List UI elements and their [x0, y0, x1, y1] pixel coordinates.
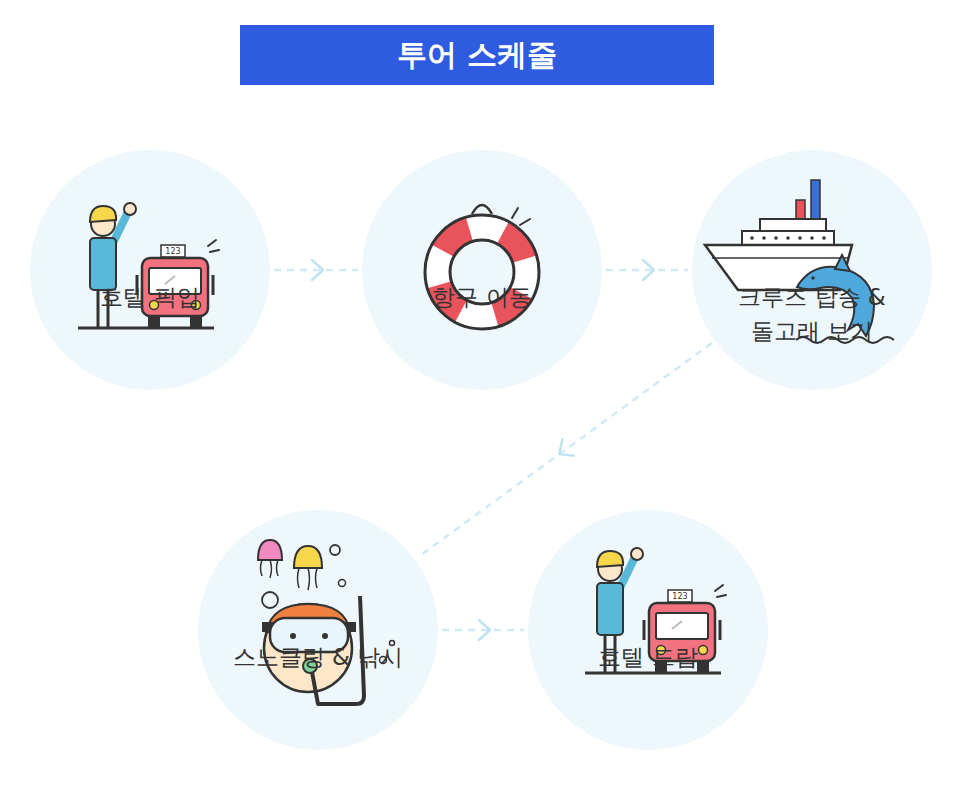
step-circle: 호텔 픽업 [30, 150, 270, 390]
step-circle: 호텔 드랍 [528, 510, 768, 750]
circle-fill [30, 150, 270, 390]
step-circle: 크루즈 탑승 & 돌고래 보기 [692, 150, 932, 390]
title-bar: 투어 스케줄 [240, 25, 714, 85]
circle-fill [198, 510, 438, 750]
pickup-icon [78, 203, 219, 328]
arrow-head [479, 620, 490, 640]
step-label-box: 스노클링 & 낚시 [198, 640, 438, 674]
dropoff-icon [585, 548, 726, 673]
dashed-line [274, 269, 358, 272]
step-circle: 항구 이동 [362, 150, 602, 390]
bus-number: 123 [161, 247, 185, 257]
arrow-head [559, 440, 574, 456]
step-label: 스노클링 & 낚시 [233, 640, 404, 674]
step-label-box: 호텔 픽업 [30, 280, 270, 314]
circle-fill [362, 150, 602, 390]
circle-fill [692, 150, 932, 390]
dashed-line [606, 269, 688, 272]
arrow-head [312, 260, 323, 280]
step-label: 항구 이동 [432, 280, 531, 314]
circle-outline [528, 510, 768, 750]
lifebuoy-icon [422, 205, 542, 332]
step-circle: 스노클링 & 낚시 [198, 510, 438, 750]
circle-outline [362, 150, 602, 390]
ship-dolphin-icon [705, 180, 894, 343]
step-label: 크루즈 탑승 & 돌고래 보기 [732, 280, 892, 348]
step-label-box: 항구 이동 [362, 280, 602, 314]
step-label-box: 크루즈 탑승 & 돌고래 보기 [692, 280, 932, 348]
circle-outline [198, 510, 438, 750]
step-label: 호텔 드랍 [598, 640, 697, 674]
snorkel-icon [258, 540, 395, 704]
step-label: 호텔 픽업 [100, 280, 199, 314]
circle-fill [528, 510, 768, 750]
circle-outline [30, 150, 270, 390]
flow-arrow [442, 620, 524, 640]
flow-arrow [274, 260, 358, 280]
circle-outline [692, 150, 932, 390]
bus-number: 123 [668, 592, 692, 602]
step-label-box: 호텔 드랍 [528, 640, 768, 674]
flow-arrow [606, 260, 688, 280]
dashed-line [442, 629, 524, 632]
arrow-head [643, 260, 654, 280]
